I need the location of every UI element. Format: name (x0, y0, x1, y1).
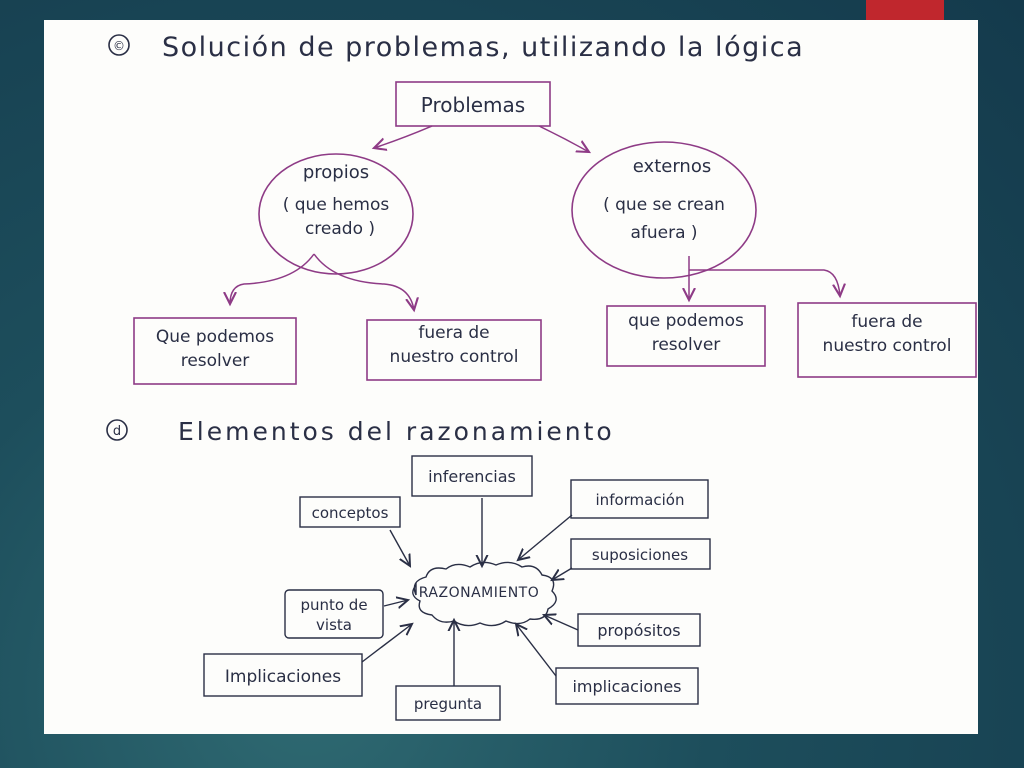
implicaciones-right-label: implicaciones (572, 677, 681, 696)
section-d-marker-circle (106, 419, 128, 441)
conceptos-label: conceptos (312, 504, 389, 522)
propios-child-2-line-2: nuestro control (390, 347, 519, 367)
section-c-marker: © (113, 39, 125, 53)
arrow-problemas-propios (374, 125, 433, 148)
externos-child-1-line-1: que podemos (628, 311, 744, 331)
externos-detail-2: afuera ) (630, 223, 697, 243)
conceptos-box (299, 496, 401, 528)
section-c: © Solución de problemas, utilizando la l… (108, 32, 977, 385)
propios-child-resolver: Que podemos resolver (133, 317, 297, 385)
externos-detail-1: ( que se crean (603, 195, 725, 215)
propositos-label: propósitos (597, 621, 680, 640)
punto-de-vista-line-1: punto de (300, 596, 367, 614)
externos-child-resolver: que podemos resolver (606, 305, 766, 367)
propios-detail-1: ( que hemos (283, 195, 390, 215)
problemas-label: Problemas (421, 93, 525, 117)
section-d-marker: d (113, 424, 121, 439)
pregunta-label: pregunta (414, 695, 482, 713)
arrow-punto-de-vista (383, 600, 408, 606)
inferencias-box (411, 455, 533, 497)
propios-circle (258, 153, 414, 275)
informacion-label: información (596, 491, 685, 509)
externos-child-1-line-2: resolver (652, 335, 721, 355)
section-c-marker-circle (108, 34, 130, 56)
propios-child-1-line-2: resolver (181, 351, 250, 371)
arrow-implicaciones-left (361, 624, 412, 663)
implicaciones-right-box (555, 667, 699, 705)
propios-label: propios (303, 162, 369, 183)
diagram-canvas: © Solución de problemas, utilizando la l… (106, 32, 977, 721)
externos-circle (571, 141, 757, 279)
informacion-box (570, 479, 709, 519)
arrow-suposiciones (552, 567, 573, 580)
accent-bar (866, 0, 944, 20)
razonamiento-cloud (412, 561, 557, 627)
section-d: d Elementos del razonamiento RAZONAMIENT… (106, 417, 711, 721)
externos-child-2-line-2: nuestro control (823, 336, 952, 356)
pregunta-box (395, 685, 501, 721)
implicaciones-left-label: Implicaciones (225, 667, 341, 687)
externos-child-2-line-1: fuera de (851, 312, 922, 332)
externos-label: externos (633, 156, 711, 177)
externos-child-fuera-de-control: fuera de nuestro control (797, 302, 977, 378)
arrow-propositos (544, 615, 579, 631)
suposiciones-box (570, 538, 711, 570)
arrow-implicaciones-right (516, 624, 557, 677)
propios-child-1-line-1: Que podemos (156, 327, 274, 347)
propios-detail-2: creado ) (305, 219, 375, 239)
handwritten-page: © Solución de problemas, utilizando la l… (44, 20, 978, 734)
inferencias-label: inferencias (428, 467, 516, 486)
arrow-propios-child-1 (230, 253, 315, 304)
punto-de-vista-line-2: vista (316, 616, 352, 634)
problemas-box (395, 81, 551, 127)
arrow-problemas-externos (538, 125, 589, 152)
propios-child-2-line-1: fuera de (418, 323, 489, 343)
section-c-title: Solución de problemas, utilizando la lóg… (162, 32, 804, 63)
implicaciones-left-box (203, 653, 363, 697)
arrow-propios-child-2 (313, 253, 414, 310)
arrow-informacion (518, 514, 573, 560)
arrow-conceptos (389, 529, 410, 566)
suposiciones-label: suposiciones (592, 546, 688, 564)
razonamiento-label: RAZONAMIENTO (419, 585, 540, 601)
propios-child-fuera-de-control: fuera de nuestro control (366, 319, 542, 381)
section-d-title: Elementos del razonamiento (178, 417, 615, 446)
arrow-externos-child-2 (689, 269, 840, 296)
punto-de-vista-box (284, 589, 384, 639)
